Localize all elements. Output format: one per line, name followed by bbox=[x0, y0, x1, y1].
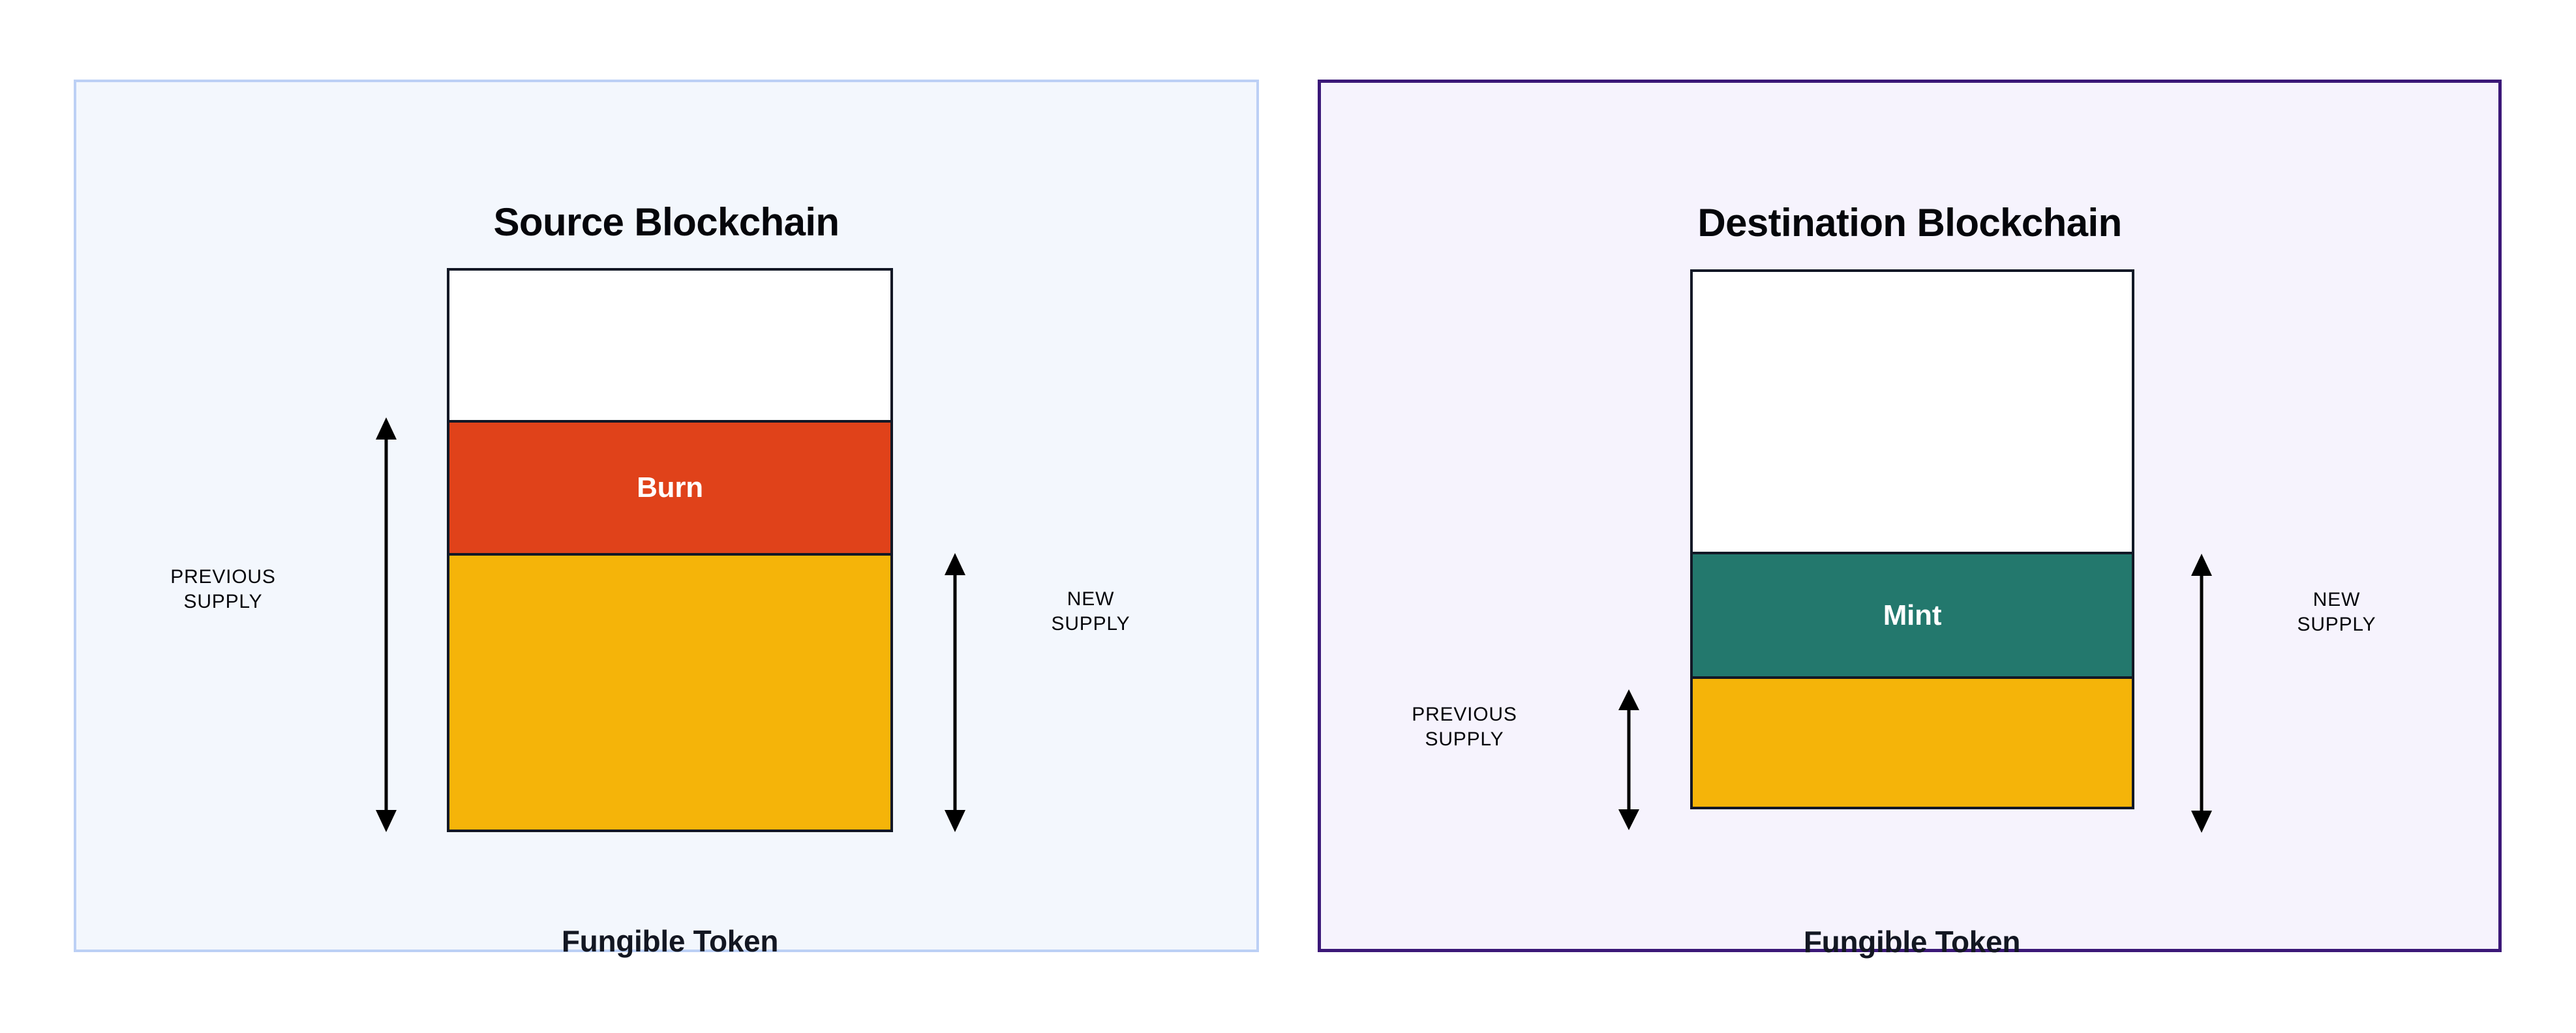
destination-token-supply-bar: Mint bbox=[1690, 269, 2134, 809]
source-new-supply-label: NEW SUPPLY bbox=[1051, 588, 1130, 635]
source-panel-footer: Fungible Token bbox=[561, 924, 779, 958]
destination-previous-supply-measure bbox=[1618, 689, 1640, 830]
destination-blockchain-panel: Destination Blockchain Mint PREVIOUS SUP… bbox=[1318, 80, 2502, 959]
source-segment-burn: Burn bbox=[449, 420, 890, 553]
destination-segment-headroom bbox=[1693, 272, 2132, 552]
source-token-supply-bar: Burn bbox=[447, 268, 893, 832]
source-new-supply-measure bbox=[944, 553, 966, 832]
destination-new-supply-measure bbox=[2190, 554, 2213, 833]
destination-panel-footer: Fungible Token bbox=[1803, 925, 2021, 959]
source-segment-remaining-supply bbox=[449, 553, 890, 830]
destination-segment-mint: Mint bbox=[1693, 552, 2132, 676]
source-previous-supply-measure bbox=[375, 417, 397, 832]
destination-segment-existing-supply bbox=[1693, 676, 2132, 807]
source-previous-supply-label: PREVIOUS SUPPLY bbox=[170, 566, 276, 613]
source-panel-title: Source Blockchain bbox=[493, 200, 840, 244]
destination-panel-title: Destination Blockchain bbox=[1697, 201, 2122, 245]
source-blockchain-panel: Source Blockchain Burn PREVIOUS SUPPLY N… bbox=[74, 80, 1259, 958]
destination-new-supply-label: NEW SUPPLY bbox=[2297, 589, 2376, 636]
source-segment-headroom bbox=[449, 271, 890, 420]
destination-previous-supply-label: PREVIOUS SUPPLY bbox=[1412, 704, 1517, 751]
